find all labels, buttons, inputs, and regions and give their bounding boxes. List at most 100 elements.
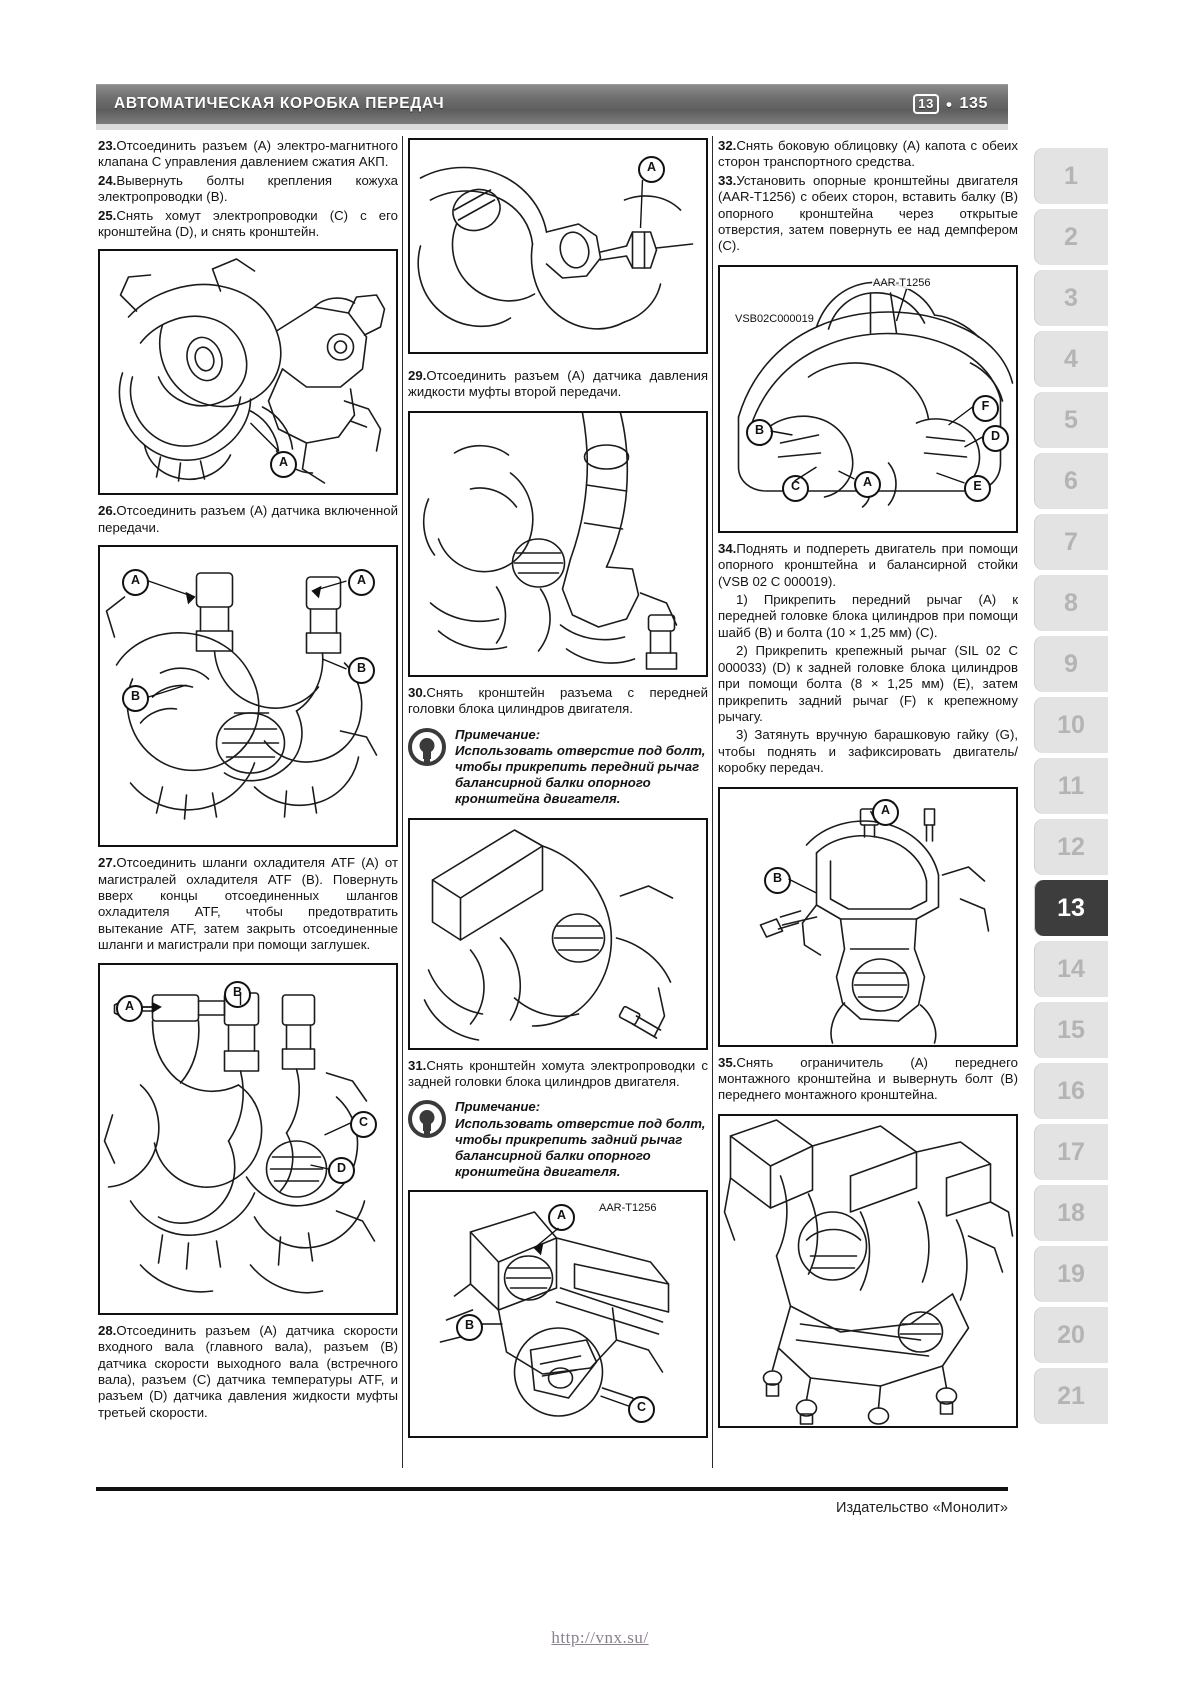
step-30: 30.Снять кронштейн разъема с передней го… [408,685,708,718]
callout-A-left: A [122,569,149,597]
step-text: Поднять и подпереть двигатель при помощи… [718,540,1018,589]
step-28: 28.Отсоединить разъем (А) датчика скорос… [98,1323,398,1421]
note-text: Примечание: Использовать отверстие под б… [455,1099,708,1180]
step-32: 32.Снять боковую облицовку (А) капота с … [718,138,1018,171]
callout-E: E [964,474,991,502]
figure-27-drawing [103,991,376,1294]
chapter-tab-12[interactable]: 12 [1034,819,1108,875]
chapter-tab-11[interactable]: 11 [1034,758,1108,814]
chapter-tab-8[interactable]: 8 [1034,575,1108,631]
figure-26-drawing [105,572,378,821]
step-number: 30. [408,684,427,700]
column-right: 32.Снять боковую облицовку (А) капота с … [718,138,1018,1436]
step-text: Снять кронштейн хомута электропроводки с… [408,1057,708,1090]
chapter-tab-6[interactable]: 6 [1034,453,1108,509]
step-number: 31. [408,1057,427,1073]
page-header: АВТОМАТИЧЕСКАЯ КОРОБКА ПЕРЕДАЧ 13 • 135 [96,84,1008,130]
chapter-tab-15[interactable]: 15 [1034,1002,1108,1058]
lightbulb-icon [408,1100,446,1139]
step-35: 35.Снять ограничитель (А) переднего монт… [718,1055,1018,1104]
callout-A: A [638,156,665,183]
note-body: Использовать отверстие под болт, чтобы п… [455,1115,706,1180]
step-text: Снять хомут электропроводки (С) с его кр… [98,207,398,240]
figure-step-30 [408,817,708,1050]
note-block-2: Примечание: Использовать отверстие под б… [408,1099,708,1180]
chapter-tab-20[interactable]: 20 [1034,1307,1108,1363]
callout-C: C [628,1396,655,1424]
note-text: Примечание: Использовать отверстие под б… [455,727,708,808]
callout-A: A [872,798,899,826]
step-number: 34. [718,540,737,556]
chapter-tab-rail[interactable]: 1 2 3 4 5 6 7 8 9 10 11 12 13 14 15 16 1… [1034,148,1108,1429]
step-text: Снять ограничитель (А) переднего монтажн… [718,1054,1018,1103]
chapter-badge: 13 [913,94,939,114]
note-title: Примечание: [455,726,541,742]
chapter-tab-19[interactable]: 19 [1034,1246,1108,1302]
note-title: Примечание: [455,1099,541,1115]
step-27: 27.Отсоединить шланги охладителя ATF (A)… [98,855,398,953]
column-middle: A 29.Отсоединить разъем (А) датчика давл… [408,138,708,1446]
chapter-tab-10[interactable]: 10 [1034,697,1108,753]
callout-B: B [764,866,791,894]
substep-3: 3) Затянуть вручную барашковую гайку (G)… [718,727,1018,776]
chapter-tab-13[interactable]: 13 [1034,880,1108,936]
figure-28-drawing [417,166,694,330]
figure-step-29 [408,410,708,677]
step-number: 33. [718,172,737,188]
lightbulb-icon [408,727,446,766]
figure-step-28: A [408,138,708,354]
step-text: Снять кронштейн разъема с передней голов… [408,684,708,717]
chapter-tab-7[interactable]: 7 [1034,514,1108,570]
chapter-tab-4[interactable]: 4 [1034,331,1108,387]
step-33: 33.Установить опорные кронштейны двигате… [718,173,1018,255]
callout-A: A [116,994,143,1022]
figure-31-drawing [439,1211,670,1420]
step-text: Установить опорные кронштейны двигателя … [718,172,1018,254]
step-23: 23.Отсоединить разъем (А) электро-магнит… [98,138,398,171]
step-text: Отсоединить разъем (А) датчика скорости … [98,1322,398,1420]
step-25: 25.Снять хомут электропроводки (С) с его… [98,208,398,241]
chapter-tab-5[interactable]: 5 [1034,392,1108,448]
folio-number: 135 [959,95,988,112]
step-text: Вывернуть болты крепления кожуха электро… [98,172,398,205]
callout-B: B [746,418,773,446]
callout-B: B [456,1314,483,1342]
step-number: 26. [98,503,117,519]
source-url[interactable]: http://vnx.su/ [551,1628,649,1647]
chapter-tab-16[interactable]: 16 [1034,1063,1108,1119]
figure-29-drawing [422,412,678,670]
callout-F: F [972,394,999,422]
column-divider-2 [712,136,713,1468]
chapter-tab-3[interactable]: 3 [1034,270,1108,326]
chapter-tab-1[interactable]: 1 [1034,148,1108,204]
step-number: 27. [98,855,117,871]
callout-D: D [328,1156,355,1184]
column-left: 23.Отсоединить разъем (А) электро-магнит… [98,138,398,1423]
figure-step-26: A A B B [98,545,398,848]
chapter-tab-18[interactable]: 18 [1034,1185,1108,1241]
step-text: Отсоединить разъем (А) электро-магнитног… [98,138,398,170]
chapter-tab-14[interactable]: 14 [1034,941,1108,997]
step-text: Отсоединить шланги охладителя ATF (A) от… [98,855,398,953]
step-text: Снять боковую облицовку (А) капота с обе… [718,138,1018,170]
note-block-1: Примечание: Использовать отверстие под б… [408,727,708,808]
callout-A: A [270,451,297,479]
step-number: 35. [718,1054,737,1070]
chapter-tab-21[interactable]: 21 [1034,1368,1108,1424]
figure-34-drawing [759,807,990,1044]
callout-B: B [224,980,251,1008]
tool-label-aar: AAR-T1256 [872,276,932,289]
chapter-tab-9[interactable]: 9 [1034,636,1108,692]
step-number: 32. [718,138,737,153]
tool-label-aar: AAR-T1256 [598,1202,658,1215]
figure-step-34: A B [718,786,1018,1047]
figure-step-31: AAR-T1256 A B C [408,1190,708,1439]
step-number: 29. [408,368,427,383]
chapter-tab-17[interactable]: 17 [1034,1124,1108,1180]
chapter-tab-2[interactable]: 2 [1034,209,1108,265]
column-divider-1 [402,136,403,1468]
page-number-group: 13 • 135 [913,94,1008,114]
step-text: Отсоединить разъем (А) датчика давления … [408,368,708,400]
callout-B-right: B [348,657,375,685]
